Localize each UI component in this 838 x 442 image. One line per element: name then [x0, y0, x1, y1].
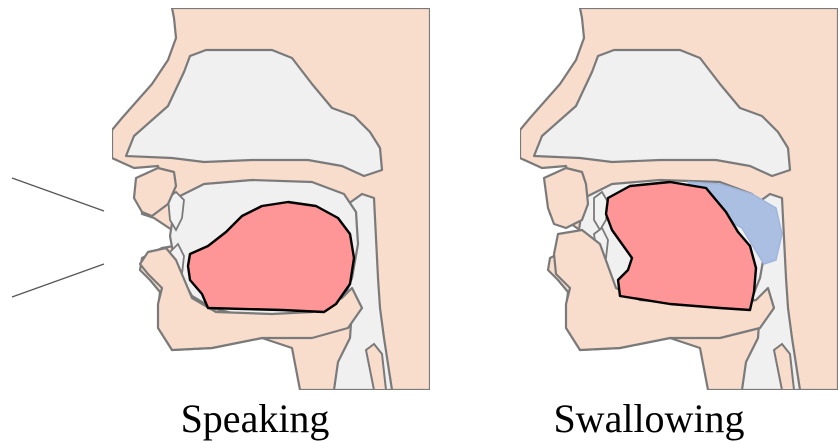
sound-wave-lines: [0, 170, 112, 310]
speaking-diagram: [112, 8, 430, 390]
swallowing-head-cross-section: [520, 8, 838, 390]
speaking-head-cross-section: [112, 8, 430, 390]
caption-swallowing: Swallowing: [540, 396, 758, 442]
sound-line-upper: [12, 178, 104, 211]
caption-speaking: Speaking: [150, 396, 360, 442]
swallowing-diagram: [520, 8, 838, 390]
sound-line-lower: [12, 264, 104, 297]
upper-lip: [544, 168, 588, 228]
